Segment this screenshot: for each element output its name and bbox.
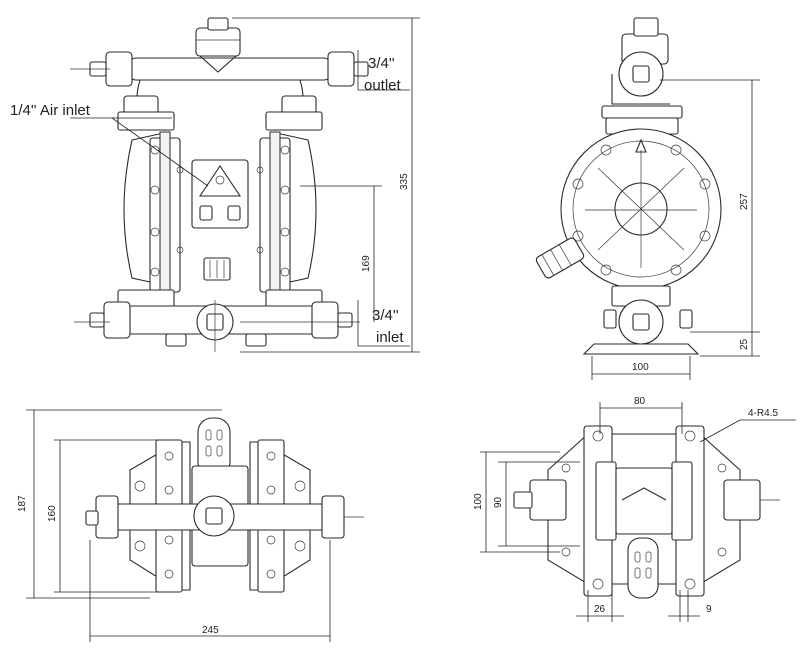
- dim-side-height: 257: [739, 193, 750, 210]
- dim-bottom-offset-left: 26: [594, 604, 606, 615]
- side-view: [535, 17, 722, 355]
- dim-bottom-width: 80: [634, 396, 646, 407]
- dim-bottom-hole: 4-R4.5: [748, 408, 778, 419]
- front-view: [70, 17, 369, 352]
- outlet-size-label: 3/4'': [368, 55, 395, 72]
- inlet-label: inlet: [376, 329, 404, 346]
- bottom-view: [513, 425, 780, 599]
- dim-bottom-height-inner: 90: [493, 496, 504, 508]
- dim-side-width: 100: [632, 362, 649, 373]
- dim-top-width: 245: [202, 625, 219, 636]
- dim-bottom-offset-right: 9: [706, 604, 712, 615]
- inlet-size-label: 3/4'': [372, 307, 399, 324]
- air-inlet-label: 1/4'' Air inlet: [10, 102, 91, 119]
- dim-front-inlet-height: 169: [361, 255, 372, 272]
- dim-bottom-height-outer: 100: [473, 493, 484, 510]
- outlet-label: outlet: [364, 77, 402, 94]
- dim-top-height-inner: 160: [47, 505, 58, 522]
- dim-side-base: 25: [739, 338, 750, 350]
- dim-top-height-outer: 187: [17, 495, 28, 512]
- dim-front-total-height: 335: [399, 173, 410, 190]
- top-view: [85, 417, 364, 593]
